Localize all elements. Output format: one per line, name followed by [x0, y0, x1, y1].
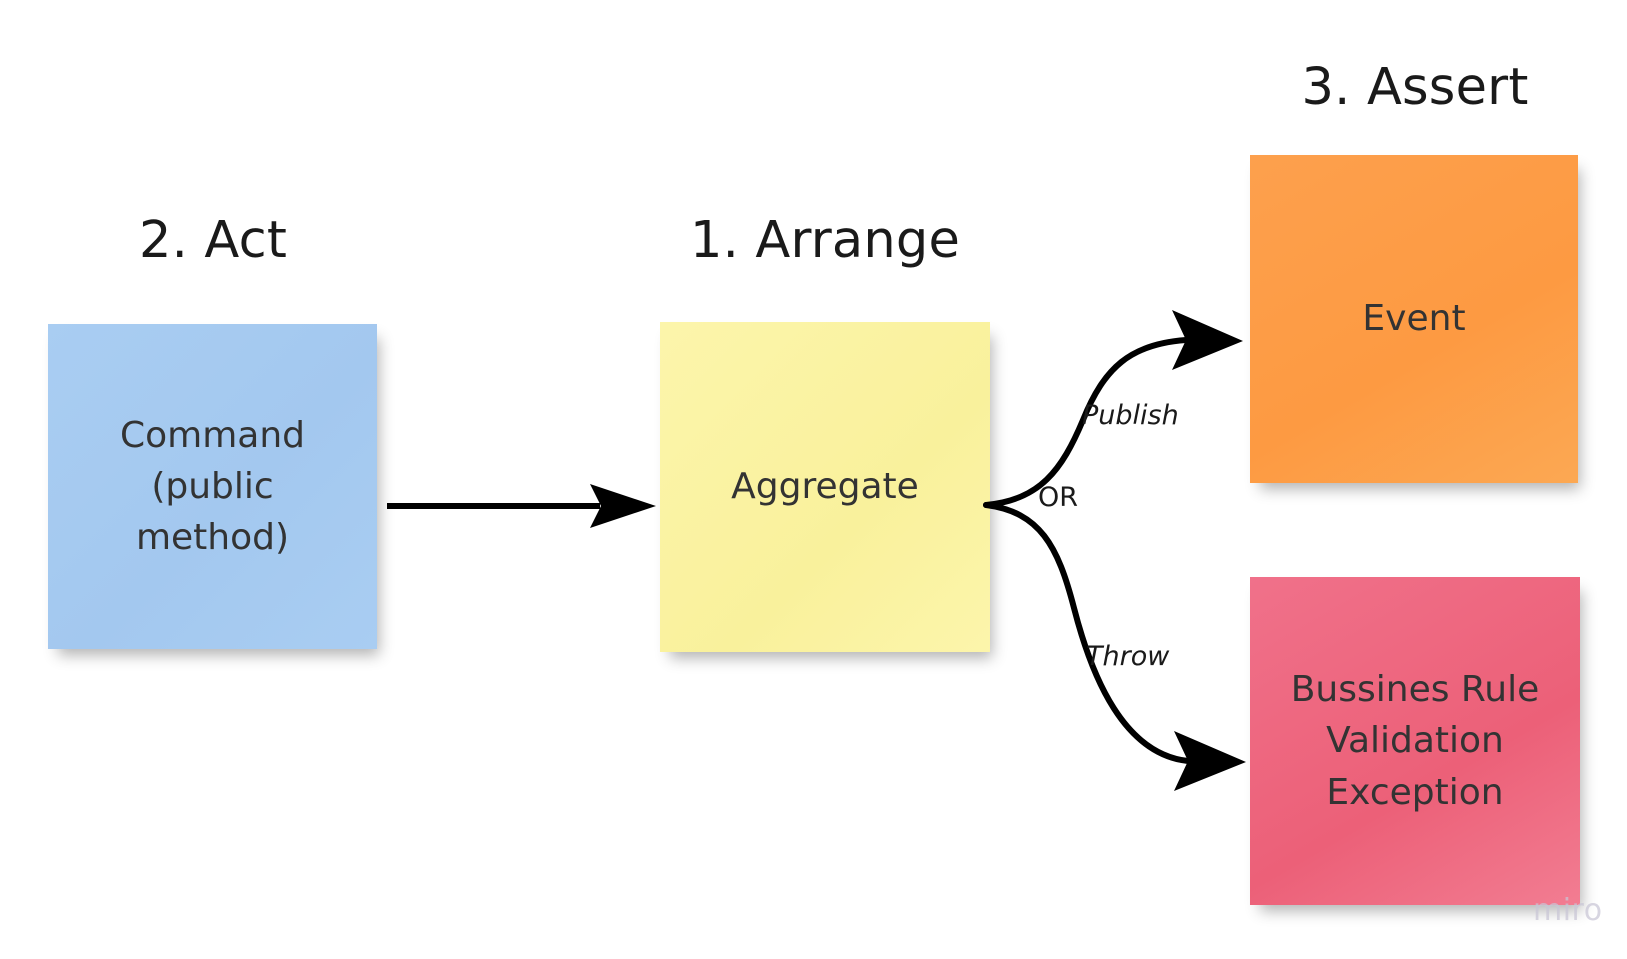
sticky-note-aggregate-label: Aggregate: [731, 466, 919, 508]
arrow-command-to-aggregate: [387, 484, 656, 528]
edge-label-or: OR: [1038, 482, 1079, 513]
heading-arrange: 1. Arrange: [689, 211, 961, 270]
sticky-note-event[interactable]: Event: [1250, 155, 1578, 483]
edge-label-publish: Publish: [1082, 400, 1179, 431]
heading-assert: 3. Assert: [1301, 58, 1529, 117]
miro-watermark: miro: [1533, 893, 1603, 928]
heading-act: 2. Act: [138, 211, 288, 270]
sticky-note-command[interactable]: Command (public method): [48, 324, 377, 649]
sticky-note-command-label: Command (public method): [119, 414, 306, 559]
sticky-note-event-label: Event: [1362, 298, 1466, 340]
sticky-note-aggregate[interactable]: Aggregate: [660, 322, 990, 652]
edge-label-throw: Throw: [1086, 641, 1170, 672]
sticky-note-exception[interactable]: Bussines Rule Validation Exception: [1250, 577, 1580, 905]
sticky-note-exception-label: Bussines Rule Validation Exception: [1290, 669, 1540, 813]
